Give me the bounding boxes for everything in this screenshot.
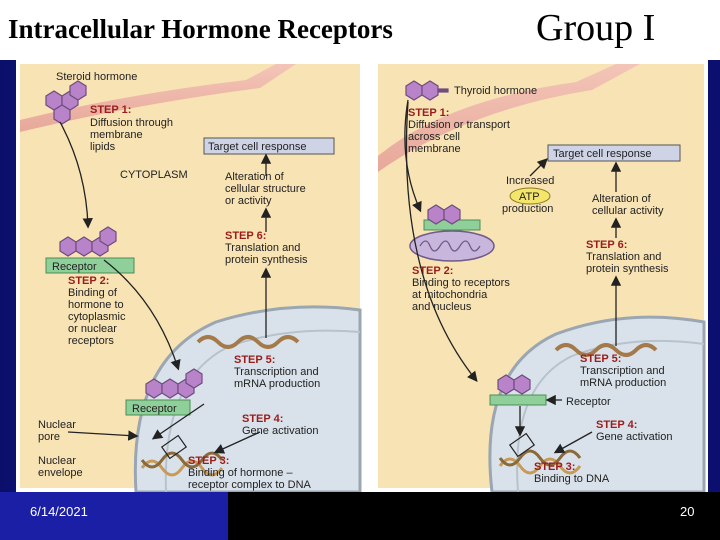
right-target-label: Target cell response — [553, 148, 651, 160]
right-nucleus — [488, 315, 706, 492]
right-step1-label: STEP 1: — [408, 107, 449, 119]
slide-date: 6/14/2021 — [30, 504, 88, 519]
right-step6-line: protein synthesis — [586, 263, 669, 275]
left-receptor-label: Receptor — [132, 403, 177, 415]
right-step5-line: Transcription and — [580, 365, 665, 377]
right-step6-label: STEP 6: — [586, 239, 627, 251]
left-step2-line: receptors — [68, 335, 114, 347]
left-step5-line: mRNA production — [234, 378, 320, 390]
steroid-hormone-icon — [145, 368, 203, 399]
right-step2-label: STEP 2: — [412, 265, 453, 277]
right-cell-membrane — [378, 64, 640, 172]
right-step5-label: STEP 5: — [580, 353, 621, 365]
left-cell-membrane — [20, 64, 296, 132]
left-receptor-label: Receptor — [52, 261, 97, 273]
right-step2-line: Binding to receptors — [412, 277, 510, 289]
left-step1-line: membrane — [90, 129, 143, 141]
nuclear-envelope-label: envelope — [38, 467, 83, 479]
left-receptor-box — [45, 257, 135, 274]
left-step1-label: STEP 1: — [90, 104, 131, 116]
left-step2-label: STEP 2: — [68, 275, 109, 287]
slide-subtitle: Group I — [536, 7, 656, 49]
left-step5-line: Transcription and — [234, 366, 319, 378]
left-step6-line: Translation and — [225, 242, 300, 254]
left-hormone-label: Steroid hormone — [56, 71, 137, 83]
footer-accent — [0, 492, 228, 540]
right-step1-line: membrane — [408, 143, 461, 155]
nuclear-pore-label: Nuclear — [38, 419, 76, 431]
right-step4-line: Gene activation — [596, 431, 672, 443]
steroid-hormone-icon — [59, 226, 117, 257]
left-step6-label: STEP 6: — [225, 230, 266, 242]
left-receptor-box — [125, 399, 191, 416]
right-receptor-label: Receptor — [566, 396, 611, 408]
mitochondrion-icon — [409, 219, 495, 262]
atp-ellipse — [509, 187, 551, 205]
thyroid-hormone-icon — [405, 80, 449, 101]
left-arrows — [59, 121, 272, 454]
right-step3-label: STEP 3: — [534, 461, 575, 473]
atp-label: ATP — [519, 191, 540, 203]
left-step2-line: cytoplasmic — [68, 311, 126, 323]
nuclear-pore-label: pore — [38, 431, 60, 443]
left-step3-line: Binding of hormone – — [188, 467, 293, 479]
left-step2-line: Binding of — [68, 287, 118, 299]
left-alteration-line: cellular structure — [225, 183, 306, 195]
right-alteration-line: cellular activity — [592, 205, 664, 217]
right-alteration-line: Alteration of — [592, 193, 652, 205]
right-arrows — [404, 99, 622, 454]
left-step5-label: STEP 5: — [234, 354, 275, 366]
left-target-label: Target cell response — [208, 141, 306, 153]
production-label: production — [502, 203, 553, 215]
right-step1-line: across cell — [408, 131, 460, 143]
nuclear-envelope-label: Nuclear — [38, 455, 76, 467]
title-bar: Intracellular Hormone Receptors Group I — [0, 0, 720, 60]
left-step4-label: STEP 4: — [242, 413, 283, 425]
left-step6-line: protein synthesis — [225, 254, 308, 266]
left-mrna — [196, 335, 300, 349]
right-mrna — [554, 343, 658, 357]
left-step2-line: hormone to — [68, 299, 124, 311]
right-hormone-label: Thyroid hormone — [454, 85, 537, 97]
left-nucleus — [133, 305, 362, 492]
cytoplasm-label: CYTOPLASM — [120, 169, 188, 181]
right-receptor-box — [489, 394, 547, 406]
left-dna-icon — [140, 434, 224, 477]
left-step1-line: lipids — [90, 141, 116, 153]
left-step3-label: STEP 3: — [188, 455, 229, 467]
steroid-hormone-icon — [45, 80, 87, 125]
right-step3-line: Binding to DNA — [534, 473, 610, 485]
increased-label: Increased — [506, 175, 554, 187]
left-step1-line: Diffusion through — [90, 117, 173, 129]
right-step1-line: Diffusion or transport — [408, 119, 510, 131]
left-step2-line: or nuclear — [68, 323, 117, 335]
right-target-box — [547, 144, 681, 162]
right-step5-line: mRNA production — [580, 377, 666, 389]
right-dna-icon — [498, 432, 582, 475]
slide-title: Intracellular Hormone Receptors — [8, 14, 393, 44]
right-step6-line: Translation and — [586, 251, 661, 263]
left-step3-line: receptor complex to DNA — [188, 479, 312, 491]
right-step2-line: at mitochondria — [412, 289, 488, 301]
thyroid-hormone-icon — [497, 374, 531, 395]
right-step4-label: STEP 4: — [596, 419, 637, 431]
right-step2-line: and nucleus — [412, 301, 472, 313]
slide-number: 20 — [680, 504, 695, 519]
left-alteration-line: or activity — [225, 195, 272, 207]
left-step4-line: Gene activation — [242, 425, 318, 437]
thyroid-hormone-icon — [427, 204, 461, 225]
hormone-receptor-diagram: Steroid hormone STEP 1: Diffusion throug… — [16, 60, 708, 492]
left-alteration-line: Alteration of — [225, 171, 285, 183]
